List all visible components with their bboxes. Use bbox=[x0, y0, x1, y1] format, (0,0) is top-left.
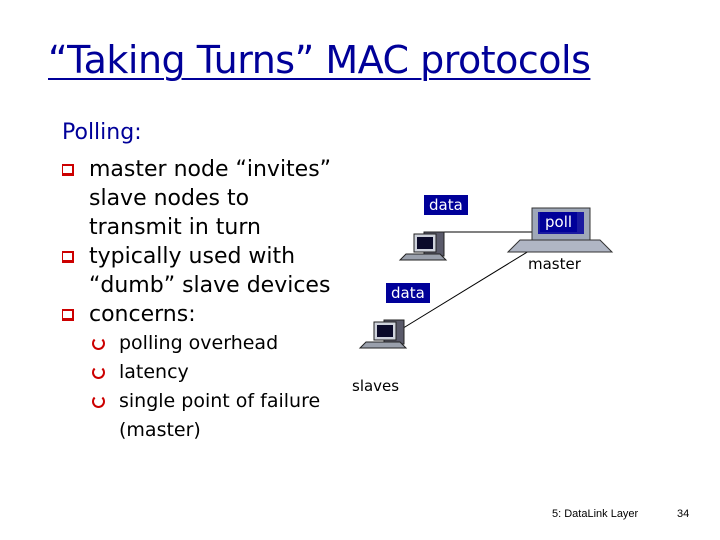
slave-node-icon-1 bbox=[398, 231, 448, 261]
bullet-marker-icon bbox=[62, 251, 74, 263]
data-packet-label-top: data bbox=[424, 195, 468, 215]
sub-bullet-text: single point of failure (master) bbox=[119, 390, 321, 441]
bullet-text: typically used with “dumb” slave devices bbox=[89, 244, 331, 298]
poll-label: poll bbox=[540, 212, 578, 232]
polling-heading: Polling: bbox=[62, 120, 142, 145]
sub-bullet-item: latency bbox=[92, 358, 342, 387]
page-number: 34 bbox=[677, 508, 690, 520]
sub-bullet-text: latency bbox=[119, 361, 189, 383]
master-label: master bbox=[528, 255, 581, 273]
bullet-item: typically used with “dumb” slave devices bbox=[62, 242, 342, 300]
bullet-item: concerns: bbox=[62, 300, 342, 329]
sub-bullet-item: polling overhead bbox=[92, 329, 342, 358]
sub-bullet-marker-icon bbox=[92, 337, 105, 350]
bullet-text: concerns: bbox=[89, 302, 196, 327]
bullet-item: master node “invites” slave nodes to tra… bbox=[62, 155, 342, 242]
sub-bullet-text: polling overhead bbox=[119, 332, 279, 354]
sub-bullet-item: single point of failure (master) bbox=[92, 387, 342, 445]
sub-bullet-marker-icon bbox=[92, 366, 105, 379]
slaves-label: slaves bbox=[352, 377, 400, 395]
bullet-list: master node “invites” slave nodes to tra… bbox=[62, 155, 342, 445]
sub-bullet-list: polling overhead latency single point of… bbox=[62, 329, 342, 445]
bullet-marker-icon bbox=[62, 309, 74, 321]
slave-node-icon-2 bbox=[358, 319, 408, 349]
footer-chapter: 5: DataLink Layer bbox=[552, 508, 639, 520]
slide-title: “Taking Turns” MAC protocols bbox=[48, 38, 591, 82]
bullet-marker-icon bbox=[62, 164, 74, 176]
data-packet-label-middle: data bbox=[386, 283, 430, 303]
sub-bullet-marker-icon bbox=[92, 395, 105, 408]
bullet-text: master node “invites” slave nodes to tra… bbox=[89, 157, 332, 240]
